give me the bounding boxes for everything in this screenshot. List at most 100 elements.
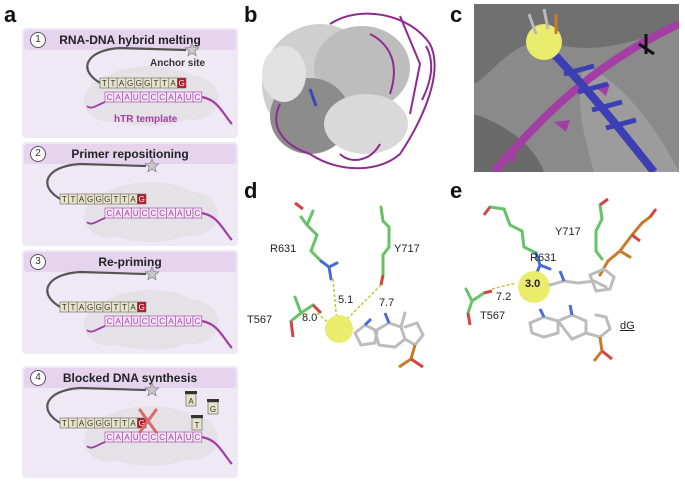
step-header-3: 3 Re-priming xyxy=(24,252,236,272)
rna-base-letter: A xyxy=(177,433,183,442)
dna-base-letter: T xyxy=(113,419,118,428)
rna-base-letter: C xyxy=(159,317,165,326)
residue-r631-sticks xyxy=(488,205,538,255)
dna-base-letter: A xyxy=(130,195,136,204)
dna-base-letter: T xyxy=(70,303,75,312)
anchor-site-star-icon xyxy=(184,41,200,57)
rna-base-letter: A xyxy=(124,93,130,102)
free-nucleotide: T xyxy=(191,415,203,431)
rna-base-letter: A xyxy=(116,93,122,102)
dna-base-letter: G xyxy=(144,79,150,88)
dna-base-letter: T xyxy=(70,419,75,428)
dna-backbone xyxy=(541,41,658,172)
rna-base-letter: U xyxy=(186,93,192,102)
rna-base-letter: U xyxy=(186,209,192,218)
rna-base-letter: U xyxy=(133,317,139,326)
residue-y717-sticks xyxy=(379,205,391,277)
dna-base-letter: T xyxy=(113,303,118,312)
residue-t567-sticks xyxy=(289,295,315,323)
rna-base-letter: C xyxy=(107,93,113,102)
anchor-site-star-icon xyxy=(144,265,160,281)
step-header-2: 2 Primer repositioning xyxy=(24,144,236,164)
dna-base-letter: T xyxy=(113,195,118,204)
residue-label-y717: Y717 xyxy=(394,243,420,255)
nucleotide-sticks xyxy=(353,311,425,349)
rna-base-letter: C xyxy=(142,209,148,218)
dna-base-letter: G xyxy=(87,419,93,428)
rna-base-letter: U xyxy=(133,209,139,218)
residue-label-y717: Y717 xyxy=(555,226,581,238)
dna-base-letter: T xyxy=(62,303,67,312)
rna-base-letter: C xyxy=(151,93,157,102)
residue-sticks xyxy=(638,34,655,56)
rna-base-letter: A xyxy=(116,209,122,218)
panel-letter-e: e xyxy=(450,178,463,203)
dna-base-letter: T xyxy=(110,79,115,88)
rna-base-letter: C xyxy=(107,317,113,326)
rna-base-letter: C xyxy=(107,433,113,442)
rna-base-letter: C xyxy=(142,433,148,442)
step-number-1: 1 xyxy=(30,32,46,48)
residue-label-r631: R631 xyxy=(530,252,557,264)
dna-base-letter: G xyxy=(96,303,102,312)
dna-base-letter: A xyxy=(79,419,85,428)
step-title-3: Re-priming xyxy=(98,255,162,269)
rna-base-letter: A xyxy=(168,317,174,326)
blocked-x-icon xyxy=(138,408,158,434)
step-number-2: 2 xyxy=(30,146,46,162)
free-nucleotide: G xyxy=(207,399,219,415)
rna-base-letter: C xyxy=(151,209,157,218)
step-title-2: Primer repositioning xyxy=(71,147,189,161)
dna-base-letter: G xyxy=(139,419,145,428)
rna-base-letter: C xyxy=(142,93,148,102)
dna-base-letter: G xyxy=(139,303,145,312)
dna-base-letter: G xyxy=(104,303,110,312)
nucleotide-letter: A xyxy=(188,397,194,406)
dna-base-letter: G xyxy=(87,303,93,312)
protein-surface xyxy=(262,24,410,154)
ligand-sticks xyxy=(527,8,558,35)
rna-base-letter: A xyxy=(124,433,130,442)
residue-label-t567: T567 xyxy=(480,310,506,322)
residue-r631-sticks xyxy=(299,209,323,263)
distance-label-8-0: 8.0 xyxy=(302,312,318,324)
panel-e-molecule xyxy=(464,197,658,362)
distance-label-7-2: 7.2 xyxy=(496,291,512,303)
metal-ion-sphere xyxy=(325,315,353,343)
dna-base-letter: A xyxy=(170,79,176,88)
dna-base-letter: T xyxy=(62,419,67,428)
anchor-site-label: Anchor site xyxy=(150,58,205,69)
dna-base xyxy=(137,193,147,205)
dna-base-letter: A xyxy=(79,195,85,204)
dna-strand xyxy=(308,88,318,107)
dna-base xyxy=(177,77,187,89)
panel-d-molecule xyxy=(289,201,425,369)
panel-letter-d: d xyxy=(244,178,258,203)
panel-letter-a: a xyxy=(4,2,17,27)
nucleotide-letter: G xyxy=(210,405,216,414)
dna-base-letter: T xyxy=(153,79,158,88)
dna-base-letter: G xyxy=(104,195,110,204)
step-header-4: 4 Blocked DNA synthesis xyxy=(24,368,236,388)
dna-base-letter: G xyxy=(179,79,185,88)
rna-base-letter: C xyxy=(151,317,157,326)
anchor-site-star-icon xyxy=(144,381,160,397)
dna-base-letter: T xyxy=(70,195,75,204)
rna-base-letter: U xyxy=(133,93,139,102)
rna-base-letter: U xyxy=(186,317,192,326)
step-header-1: 1 RNA-DNA hybrid melting xyxy=(24,30,236,50)
step-number-4: 4 xyxy=(30,370,46,386)
dna-base-letter: G xyxy=(136,79,142,88)
residue-t567-sticks xyxy=(464,287,486,315)
step-number-3: 3 xyxy=(30,254,46,270)
rna-base-letter: C xyxy=(159,93,165,102)
rna-base-letter: A xyxy=(177,93,183,102)
ligand-label-dg: dG xyxy=(620,320,635,332)
htr-rna-ribbon xyxy=(275,12,436,170)
rna-base-letter: A xyxy=(177,317,183,326)
dna-base xyxy=(137,301,147,313)
dna-base-letter: G xyxy=(87,195,93,204)
